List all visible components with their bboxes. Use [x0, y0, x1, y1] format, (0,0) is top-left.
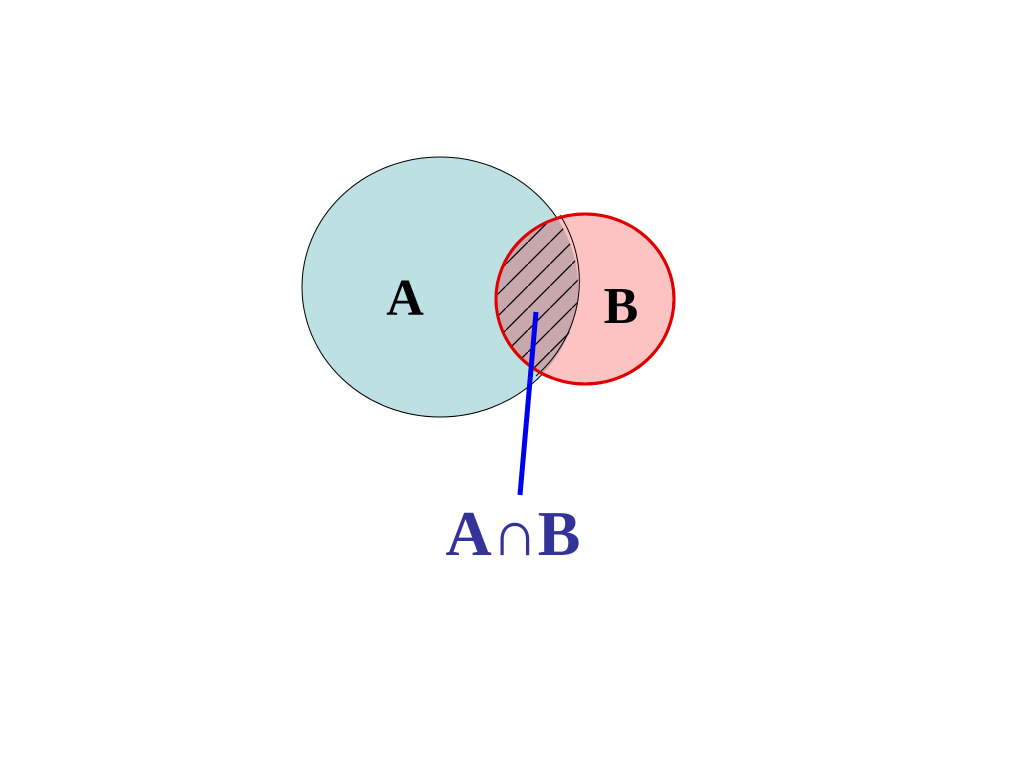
intersection-boundary — [535, 214, 580, 377]
intersection-pointer-line — [517, 311, 539, 496]
intersection-region — [496, 214, 578, 384]
set-b-border — [494, 212, 676, 386]
set-b-label: B — [604, 278, 639, 335]
set-a-label: A — [386, 270, 424, 327]
intersection-label: A∩B — [446, 498, 581, 569]
